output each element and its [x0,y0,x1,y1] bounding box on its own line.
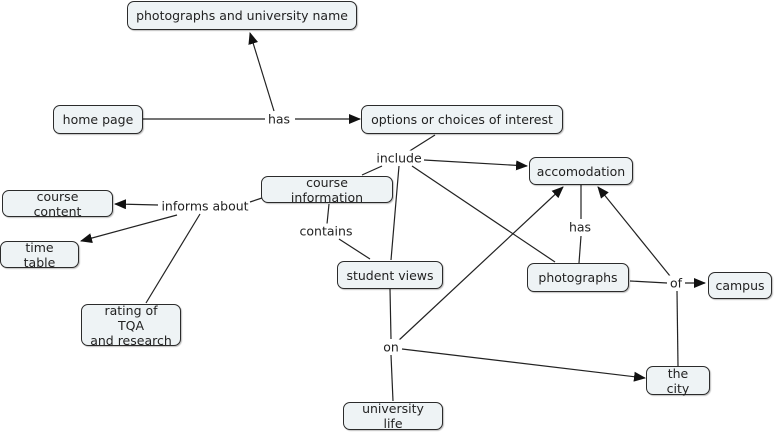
link-studentviews-on [389,288,392,340]
link-options-include [407,134,436,153]
link-on-university-life [390,354,394,402]
link-include-photographs [411,165,556,263]
concept-campus[interactable]: campus [708,272,772,299]
link-include-accomodation [423,159,528,171]
link-courseinfo-contains [326,203,330,225]
link-phrase-include[interactable]: include [375,150,423,166]
concept-course-content[interactable]: course content [2,189,113,219]
link-contains-studentviews [338,238,371,260]
link-has-photos-uni [248,32,275,112]
concept-the-city[interactable]: the city [646,366,710,396]
link-include-courseinfo [361,165,383,176]
concept-student-views[interactable]: student views [337,261,443,289]
link-courseinfo-informs [249,197,263,203]
link-informs-coursecontent [114,199,159,210]
link-informs-timetable [80,214,178,243]
link-phrase-has[interactable]: has [266,111,292,127]
link-of-thecity [676,290,679,367]
link-phrase-contains[interactable]: contains [298,223,354,239]
concept-home-page[interactable]: home page [53,105,143,134]
concept-time-table[interactable]: time table [0,240,79,270]
link-informs-rating [145,213,201,304]
concept-rating-of-tqa[interactable]: rating of TQA and research [81,303,181,348]
concept-accomodation[interactable]: accomodation [529,157,633,185]
link-phrase-has-accomodation[interactable]: has [567,219,593,235]
link-include-studentviews [390,165,400,261]
link-of-accomodation [597,186,671,277]
link-on-accomodation [397,186,564,342]
concept-course-information[interactable]: course information [261,175,393,205]
link-phrase-on[interactable]: on [382,339,400,355]
link-on-thecity [401,348,646,382]
link-has-photographs [578,235,582,264]
link-phrase-informs-about[interactable]: informs about [160,198,250,214]
concept-photographs-and-university-name[interactable]: photographs and university name [127,1,357,30]
link-photographs-of [629,280,668,284]
concept-university-life[interactable]: university life [343,401,443,431]
concept-options-or-choices[interactable]: options or choices of interest [361,105,563,134]
link-phrase-of[interactable]: of [668,275,684,291]
concept-photographs[interactable]: photographs [527,263,629,292]
